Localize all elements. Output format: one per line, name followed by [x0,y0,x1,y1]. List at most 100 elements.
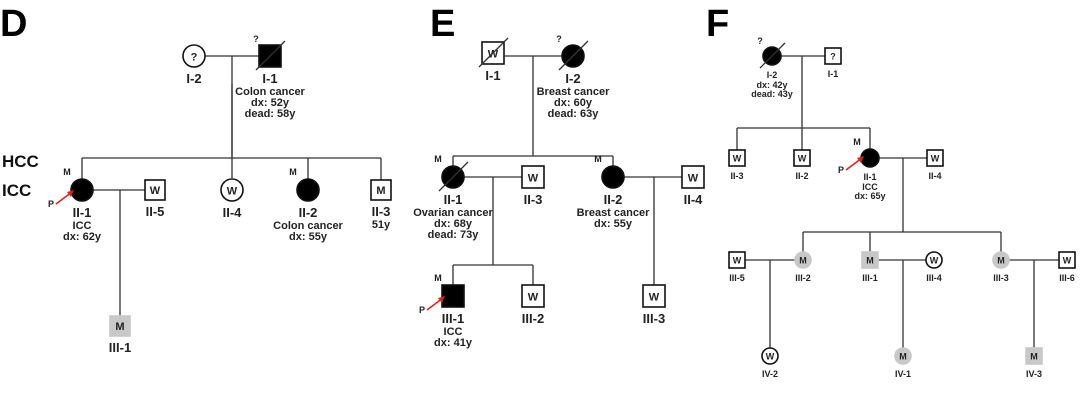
symbol-mark: W [733,153,742,163]
symbol-mark: ? [830,51,836,61]
individual-note: dead: 43y [751,89,793,99]
deceased-slash [558,40,589,71]
individual-label: II-4 [684,192,704,207]
male-symbol [441,284,465,308]
individual-f-iv-3: MIV-3 [1025,347,1043,379]
individual-label: II-5 [146,204,165,219]
symbol-mark: W [688,173,699,185]
individual-note: ICC [444,326,463,338]
individual-f-iv-1: MIV-1 [894,347,912,379]
pedigree-lines [81,55,1059,348]
male-symbol [521,284,545,308]
female-symbol [296,178,320,202]
individual-e-ii-3: W II-3 [521,165,545,207]
symbol-mark: W [1063,255,1072,265]
proband-letter: P [419,305,425,315]
individual-label: II-1 [73,205,92,220]
deceased-slash [478,37,509,68]
female-symbol [992,251,1010,269]
individual-label: III-4 [926,273,942,283]
symbol-mark: W [528,173,539,185]
individual-label: III-1 [862,273,878,283]
individual-e-i-1: WI-1 [478,37,509,83]
male-symbol [109,315,131,337]
individual-note: dx: 65y [854,191,885,201]
individual-d-ii-5: W II-5 [144,179,166,219]
individual-label: III-2 [522,311,544,326]
individual-label: II-1 [863,172,876,182]
individual-note: Colon cancer [235,86,305,98]
side-label-icc: ICC [2,181,31,200]
individual-d-ii-4: WII-4 [220,178,244,220]
symbol-mark: W [150,185,161,197]
individual-label: III-5 [729,273,745,283]
male-symbol [1058,251,1076,269]
individual-note: dx: 68y [434,218,473,230]
mutation-tag: M [289,167,297,177]
individual-note: dead: 73y [428,229,480,241]
individual-label: I-2 [565,71,580,86]
individual-label: III-1 [442,311,464,326]
male-symbol [370,179,392,201]
mutation-tag: M [594,154,602,164]
deceased-slash [759,42,786,69]
individual-label: II-4 [223,205,243,220]
individual-note: 51y [372,219,391,231]
male-symbol [728,251,746,269]
female-symbol [601,165,625,189]
individual-f-ii-2: WII-2 [793,149,811,181]
male-symbol [521,165,545,189]
female-symbol [70,178,94,202]
symbol-mark: M [799,255,807,265]
symbol-mark: W [649,292,660,304]
male-symbol [1025,347,1043,365]
individual-f-ii-3: W II-3 [728,149,746,181]
individual-note: ICC [73,220,92,232]
male-symbol [793,149,811,167]
individual-label: I-2 [767,70,778,80]
mutation-tag: M [434,154,442,164]
individual-note: dead: 58y [245,108,297,120]
individual-label: II-2 [795,171,808,181]
individual-label: III-1 [109,340,131,355]
individual-label: II-2 [299,205,318,220]
individual-label: III-6 [1059,273,1075,283]
female-symbol [894,347,912,365]
symbol-mark: M [115,321,124,333]
individual-label: II-3 [730,171,743,181]
symbol-mark: M [997,255,1005,265]
male-symbol [144,179,166,201]
panel-letter-F: F [706,3,729,45]
individual-f-iv-2: WIV-2 [761,347,779,379]
individual-label: I-1 [262,71,277,86]
individual-label: II-2 [604,192,623,207]
deceased-slash [255,40,286,71]
male-symbol [728,149,746,167]
male-symbol [824,47,842,65]
individual-note: Breast cancer [577,207,650,219]
individual-f-iii-5: W III-5 [728,251,746,283]
symbol-mark: W [733,255,742,265]
proband-letter: P [48,199,54,209]
male-symbol [681,165,705,189]
individual-label: II-3 [524,192,543,207]
female-symbol [860,148,880,168]
symbol-mark: ? [191,52,198,64]
individual-note: ICC [862,182,878,192]
individual-note: dx: 42y [756,80,787,90]
female-symbol [925,251,943,269]
female-symbol [220,178,244,202]
female-symbol [794,251,812,269]
female-symbol [761,347,779,365]
individual-e-ii-4: W II-4 [681,165,705,207]
